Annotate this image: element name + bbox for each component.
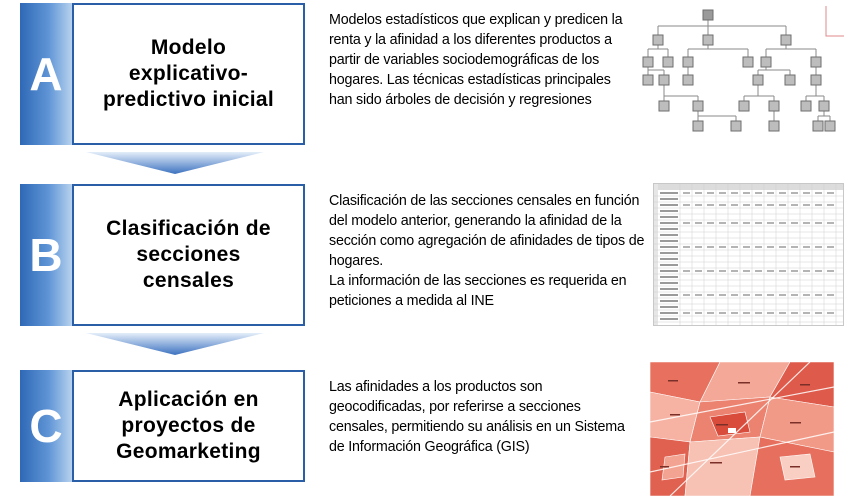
step-c-title-box: Aplicación en proyectos de Geomarketing [72,370,305,482]
step-a-letter-block: A [20,3,72,145]
step-b-letter: B [29,229,63,281]
step-b-description-text-2: La información de las secciones es reque… [329,273,627,309]
step-b-title: Clasificación de secciones censales [106,217,271,292]
data-table-illustration [653,183,844,326]
step-a-title: Modelo explicativo- predictivo inicial [102,36,275,111]
decision-tree-illustration [642,6,844,132]
step-c-letter: C [29,400,63,452]
step-b-title-box: Clasificación de secciones censales [72,184,305,326]
step-c-description: Las afinidades a los productos son geoco… [329,377,629,457]
step-a-description: Modelos estadísticos que explican y pred… [329,10,629,110]
step-c-title: Aplicación en proyectos de Geomarketing [116,388,261,463]
step-a-title-box: Modelo explicativo- predictivo inicial [72,3,305,145]
step-c-description-text: Las afinidades a los productos son geoco… [329,379,625,455]
step-b-description-text-1: Clasificación de las secciones censales … [329,193,645,269]
choropleth-map-illustration [650,362,834,496]
step-a-description-text: Modelos estadísticos que explican y pred… [329,12,623,108]
step-c-letter-block: C [20,370,72,482]
down-arrow-icon [86,152,264,174]
step-b-description: Clasificación de las secciones censales … [329,191,649,311]
table-grid-icon [654,184,843,325]
down-arrow-icon [86,333,264,355]
step-b-letter-block: B [20,184,72,326]
step-a-letter: A [29,48,63,100]
